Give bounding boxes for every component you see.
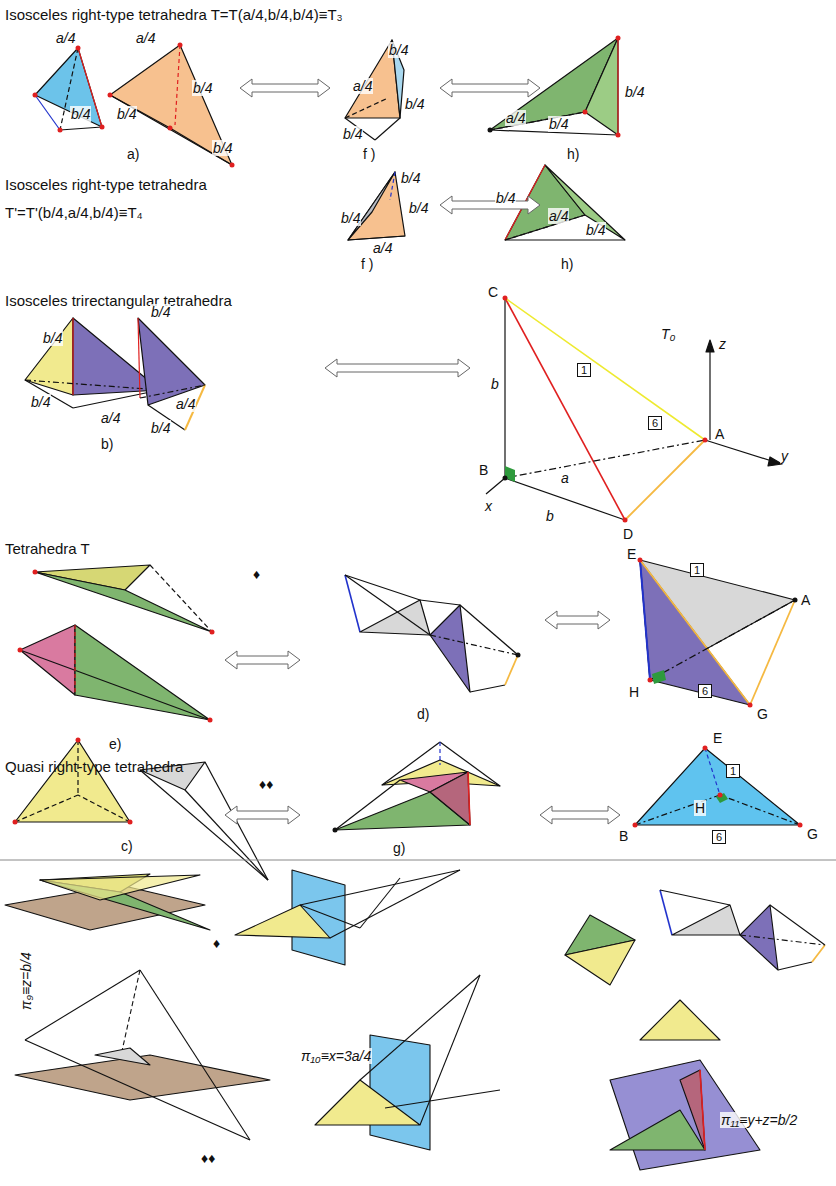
figure-label: ♦♦ <box>200 1150 216 1166</box>
figure-label: a) <box>126 146 140 162</box>
double-arrow <box>240 79 330 97</box>
figure-label: ♦♦ <box>258 776 274 792</box>
double-arrow <box>540 806 620 824</box>
edge-number: 1 <box>694 564 700 576</box>
figure-label: c) <box>120 838 134 854</box>
figure-label: b/4 <box>42 330 63 346</box>
figure-label: ♦ <box>212 935 221 951</box>
boxed-edge-number: 1 <box>690 563 704 577</box>
figure-label: h) <box>560 256 574 272</box>
figure-label: b/4 <box>342 126 363 142</box>
row-heading: Quasi right-type tetrahedra <box>5 758 183 775</box>
boxed-edge-number: 1 <box>577 363 591 377</box>
figure-label: π₁₀≡x=3a/4 <box>300 1048 372 1064</box>
figure-label: a/4 <box>100 410 121 426</box>
figure-label: T₀ <box>660 326 676 342</box>
figure-label: b/4 <box>624 84 645 100</box>
double-arrow <box>225 651 300 669</box>
figure-label: b) <box>100 436 114 452</box>
figure-label: A <box>800 592 811 608</box>
figure-label: b/4 <box>388 42 409 58</box>
figure-label: a <box>560 470 570 486</box>
figure-label: B <box>618 828 629 844</box>
figure-label: a/4 <box>352 78 373 94</box>
figure-label: b <box>490 376 500 392</box>
row-heading: T'=T'(b/4,a/4,b/4)≡T₄ <box>5 204 143 221</box>
figure-label: f ) <box>362 146 376 162</box>
figure-label: b/4 <box>192 80 213 96</box>
edge-number: 1 <box>730 765 736 777</box>
edge-number: 6 <box>716 831 722 843</box>
figure-label: b/4 <box>116 106 137 122</box>
double-arrow <box>225 806 300 824</box>
figure-label: b/4 <box>150 420 171 436</box>
boxed-edge-number: 6 <box>712 830 726 844</box>
figure-label: H <box>694 800 706 816</box>
figure-label: a/4 <box>55 30 76 46</box>
figure-label: b <box>545 508 555 524</box>
figure-label: C <box>487 284 499 300</box>
figure-label: e) <box>108 736 122 752</box>
figure-label: h) <box>566 146 580 162</box>
edge-number: 1 <box>581 364 587 376</box>
figure-label: π₁₁≡y+z=b/2 <box>720 1112 798 1128</box>
figure-label: b/4 <box>70 106 91 122</box>
figure-label: a/4 <box>548 208 569 224</box>
figure-label: ♦ <box>252 566 261 582</box>
figure-label: b/4 <box>400 170 421 186</box>
figure-label: a/4 <box>135 30 156 46</box>
figure-label: y <box>780 448 789 464</box>
double-arrow <box>440 79 540 97</box>
figure-label: d) <box>416 706 430 722</box>
figure-label: D <box>622 526 634 542</box>
row-heading: Isosceles trirectangular tetrahedra <box>5 292 232 309</box>
double-arrow <box>325 359 470 377</box>
figure-label: x <box>484 498 493 514</box>
figure-label: b/4 <box>495 190 516 206</box>
row-heading: Tetrahedra T <box>5 540 90 557</box>
figure-label: π₉≡z=b/4 <box>18 952 34 1010</box>
edge-number: 6 <box>652 417 658 429</box>
boxed-edge-number: 6 <box>698 684 712 698</box>
figure-label: g) <box>392 840 406 856</box>
figure-label: b/4 <box>150 304 171 320</box>
figure-label: a/4 <box>372 240 393 256</box>
figure-label: A <box>714 426 725 442</box>
figure-label: b/4 <box>404 96 425 112</box>
boxed-edge-number: 1 <box>726 764 740 778</box>
figure-label: B <box>478 462 489 478</box>
figure-label: b/4 <box>340 210 361 226</box>
figure-label: E <box>712 730 723 746</box>
figure-label: H <box>628 684 640 700</box>
figure-label: z <box>718 336 727 352</box>
row-heading: Isosceles right-type tetrahedra T=T(a/4,… <box>5 6 343 23</box>
figure-label: E <box>626 546 637 562</box>
figure-label: b/4 <box>585 222 606 238</box>
figure-label: b/4 <box>30 394 51 410</box>
figure-label: f ) <box>360 256 374 272</box>
figure-label: a/4 <box>505 110 526 126</box>
figure-label: G <box>756 706 769 722</box>
double-arrow <box>545 611 610 629</box>
figure-label: G <box>806 826 819 842</box>
row-heading: Isosceles right-type tetrahedra <box>5 176 207 193</box>
edge-number: 6 <box>702 685 708 697</box>
figure-label: b/4 <box>212 140 233 156</box>
double-arrow <box>440 196 540 214</box>
figure-label: a/4 <box>175 396 196 412</box>
figure-label: b/4 <box>408 200 429 216</box>
boxed-edge-number: 6 <box>648 416 662 430</box>
figure-label: b/4 <box>548 116 569 132</box>
